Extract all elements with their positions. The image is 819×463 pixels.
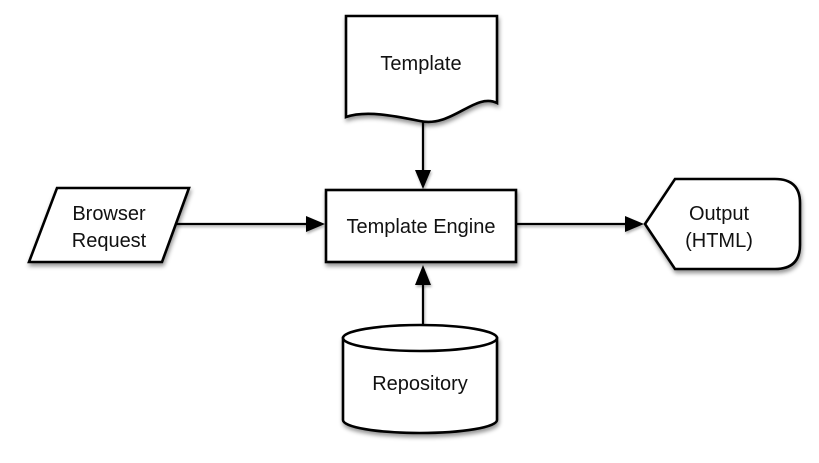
display-shape [643, 177, 802, 271]
node-template: Template [344, 14, 499, 124]
node-browser-request-label-line2: Request [72, 230, 147, 252]
process-rectangle-shape [324, 188, 518, 264]
parallelogram-shape [27, 186, 191, 264]
node-template-engine-label: Template Engine [347, 216, 496, 238]
node-browser-request-label-line1: Browser [72, 203, 146, 225]
cylinder-body-shape [341, 336, 499, 435]
node-template-label: Template [380, 53, 461, 75]
arrowhead-down-icon [415, 170, 431, 189]
arrowhead-up-icon [415, 265, 431, 285]
arrowhead-right-icon [625, 216, 644, 232]
node-output-label-line1: Output [689, 203, 749, 225]
node-browser-request: Browser Request [27, 186, 191, 264]
cylinder-top-shape [341, 323, 499, 353]
arrowhead-right-icon [306, 216, 325, 232]
edge-template-engine-to-output [516, 216, 644, 232]
node-output-html: Output (HTML) [643, 177, 802, 271]
edge-template-to-template-engine [415, 119, 431, 189]
node-repository: Repository [341, 323, 499, 435]
node-output-label-line2: (HTML) [685, 230, 753, 252]
node-repository-label: Repository [372, 373, 468, 395]
edge-repository-to-template-engine [415, 265, 431, 325]
document-shape [344, 14, 499, 124]
edge-browser-request-to-template-engine [176, 216, 325, 232]
node-template-engine: Template Engine [324, 188, 518, 264]
